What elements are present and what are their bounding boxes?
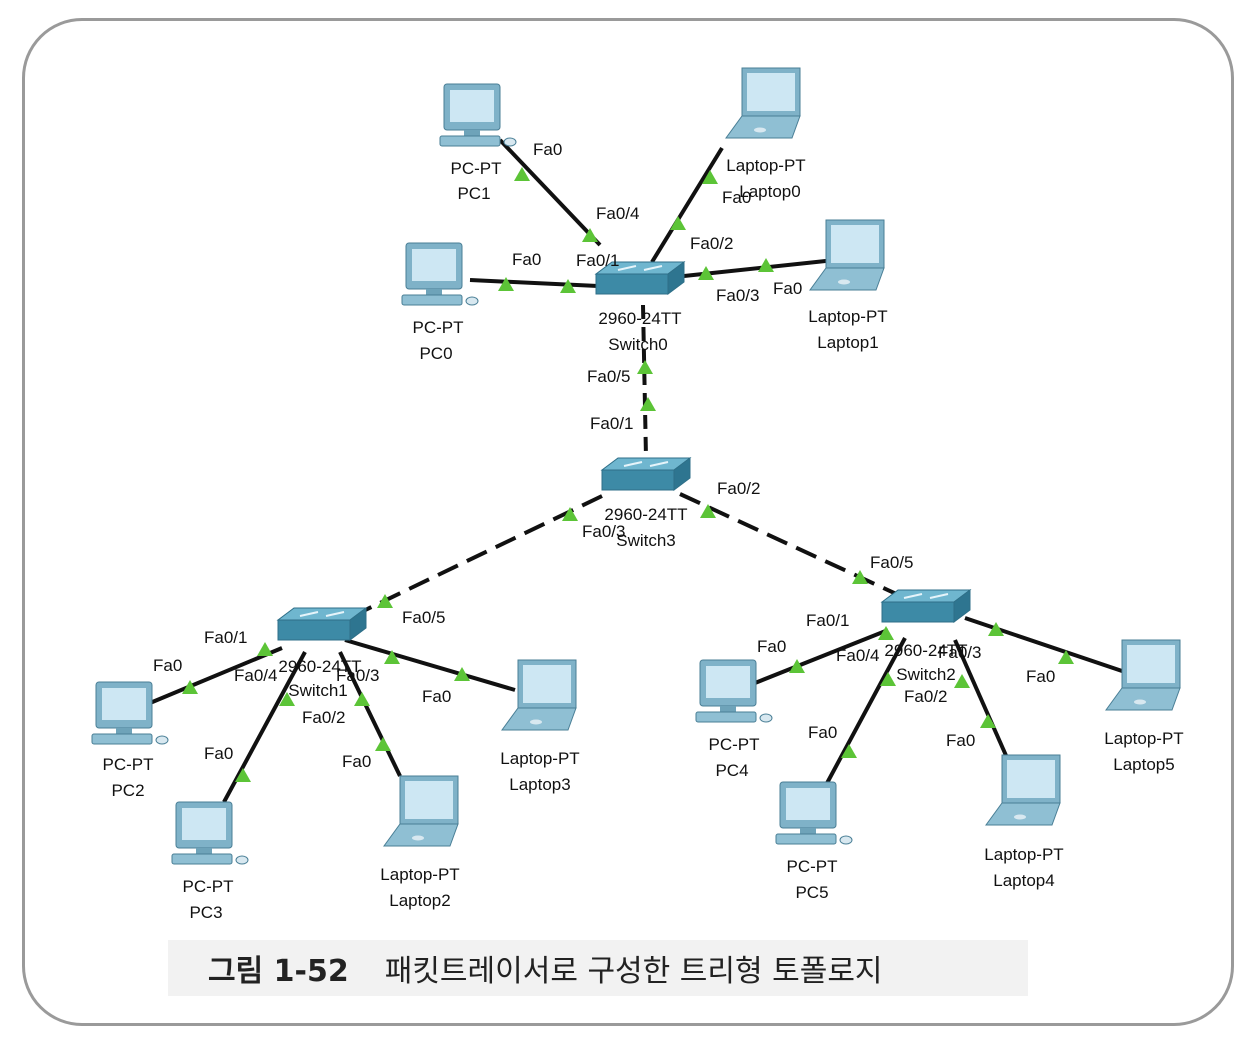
link-laptop4-switch2 <box>953 639 1010 761</box>
pc4-model: PC-PT <box>709 735 760 754</box>
switch3-name: Switch3 <box>616 531 676 550</box>
port-label: Fa0 <box>773 279 802 298</box>
laptop5-icon[interactable] <box>1105 639 1181 711</box>
switch1-name: Switch1 <box>288 681 348 700</box>
port-label: Fa0/5 <box>402 608 445 627</box>
port-label: Fa0/3 <box>582 522 625 541</box>
port-label: Fa0 <box>342 752 371 771</box>
port-label: Fa0 <box>204 744 233 763</box>
link-laptop3-switch1 <box>344 638 516 692</box>
port-label: Fa0/3 <box>938 643 981 662</box>
link-laptop0-switch0 <box>650 146 724 264</box>
switch2-model: 2960-24TT <box>884 641 967 660</box>
port-label: Fa0/1 <box>204 628 247 647</box>
switch0-model: 2960-24TT <box>598 309 681 328</box>
pc0-model: PC-PT <box>413 318 464 337</box>
port-label: Fa0/2 <box>717 479 760 498</box>
port-label: Fa0/1 <box>590 414 633 433</box>
port-label: Fa0 <box>946 731 975 750</box>
port-label: Fa0 <box>533 140 562 159</box>
laptop4-model: Laptop-PT <box>984 845 1063 864</box>
laptop1-name: Laptop1 <box>817 333 878 352</box>
port-label: Fa0 <box>153 656 182 675</box>
laptop1-model: Laptop-PT <box>808 307 887 326</box>
link-laptop5-switch2 <box>964 616 1126 674</box>
port-label: Fa0 <box>808 723 837 742</box>
pc2-name: PC2 <box>111 781 144 800</box>
link-pc2-switch1 <box>149 646 283 705</box>
link-pc4-switch2 <box>754 628 889 685</box>
port-label: Fa0/1 <box>576 251 619 270</box>
laptop3-icon[interactable] <box>501 659 577 731</box>
switch2-icon[interactable] <box>881 589 971 623</box>
pc3-icon[interactable] <box>171 801 249 865</box>
port-label: Fa0/2 <box>690 234 733 253</box>
port-label: Fa0/3 <box>716 286 759 305</box>
pc5-name: PC5 <box>795 883 828 902</box>
links <box>149 138 1126 803</box>
caption-text: 패킷트레이서로 구성한 트리형 토폴로지 <box>384 954 883 989</box>
figure-caption: 그림 1-52 패킷트레이서로 구성한 트리형 토폴로지 <box>168 940 1028 996</box>
pc1-model: PC-PT <box>451 159 502 178</box>
switch3-icon[interactable] <box>601 457 691 491</box>
port-label: Fa0/2 <box>904 687 947 706</box>
switch3-model: 2960-24TT <box>604 505 687 524</box>
link-switch3-switch2 <box>679 492 906 600</box>
switch2-name: Switch2 <box>896 665 956 684</box>
pc0-icon[interactable] <box>401 242 479 306</box>
port-label: Fa0/4 <box>836 646 879 665</box>
link-switch0-switch3 <box>641 304 648 459</box>
link-switch3-switch1 <box>354 494 603 617</box>
laptop5-model: Laptop-PT <box>1104 729 1183 748</box>
laptop2-icon[interactable] <box>383 775 459 847</box>
port-label: Fa0/5 <box>587 367 630 386</box>
switch1-icon[interactable] <box>277 607 367 641</box>
laptop3-name: Laptop3 <box>509 775 570 794</box>
pc3-name: PC3 <box>189 903 222 922</box>
link-pc5-switch2 <box>824 637 907 786</box>
port-label: Fa0/3 <box>336 666 379 685</box>
laptop2-name: Laptop2 <box>389 891 450 910</box>
port-label: Fa0/5 <box>870 553 913 572</box>
port-label: Fa0/1 <box>806 611 849 630</box>
pc1-icon[interactable] <box>439 83 517 147</box>
port-label: Fa0/4 <box>234 666 277 685</box>
link-pc0-switch0 <box>469 278 599 288</box>
link-laptop2-switch1 <box>338 651 402 777</box>
port-label: Fa0 <box>757 637 786 656</box>
laptop0-name: Laptop0 <box>739 182 800 201</box>
laptop3-model: Laptop-PT <box>500 749 579 768</box>
port-label: Fa0/2 <box>302 708 345 727</box>
pc3-model: PC-PT <box>183 877 234 896</box>
pc5-model: PC-PT <box>787 857 838 876</box>
switch0-name: Switch0 <box>608 335 668 354</box>
port-label: Fa0 <box>512 250 541 269</box>
laptop5-name: Laptop5 <box>1113 755 1174 774</box>
laptop4-name: Laptop4 <box>993 871 1054 890</box>
pc0-name: PC0 <box>419 344 452 363</box>
laptop4-icon[interactable] <box>985 754 1061 826</box>
caption-number: 그림 1-52 <box>208 954 349 989</box>
pc4-name: PC4 <box>715 761 748 780</box>
laptop0-model: Laptop-PT <box>726 156 805 175</box>
port-label: Fa0 <box>722 188 751 207</box>
laptop2-model: Laptop-PT <box>380 865 459 884</box>
network-topology-diagram: PC-PT PC1 PC-PT PC0 Laptop-PT Laptop0 La… <box>91 67 1184 922</box>
link-pc3-switch1 <box>222 651 307 803</box>
port-label: Fa0 <box>1026 667 1055 686</box>
link-pc1-switch0 <box>498 138 602 247</box>
pc2-icon[interactable] <box>91 681 169 745</box>
laptop1-icon[interactable] <box>809 219 885 291</box>
pc2-model: PC-PT <box>103 755 154 774</box>
switch1-model: 2960-24TT <box>278 657 361 676</box>
pc1-name: PC1 <box>457 184 490 203</box>
pc4-icon[interactable] <box>695 659 773 723</box>
port-label: Fa0 <box>422 687 451 706</box>
laptop0-icon[interactable] <box>725 67 801 139</box>
pc5-icon[interactable] <box>775 781 853 845</box>
port-label: Fa0/4 <box>596 204 639 223</box>
